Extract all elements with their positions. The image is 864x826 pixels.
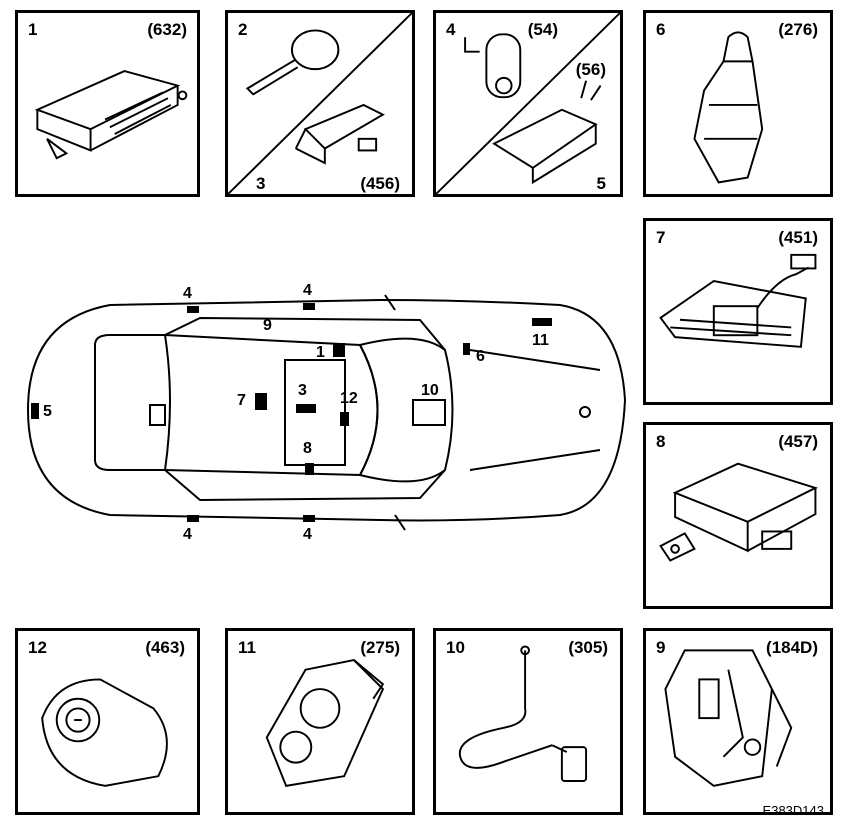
panel-6-gear-lever-switch: 6 (276) <box>643 10 833 197</box>
interior-light-sensor-icon <box>659 253 817 348</box>
panel-8-alarm-module: 8 (457) <box>643 422 833 609</box>
panel-1-number: 1 <box>28 20 38 39</box>
panel-11-hood-switch: 11 (275) <box>225 628 415 815</box>
callout-10: 10 <box>421 382 439 399</box>
panel-1-code: (632) <box>147 20 187 39</box>
panel-2-number: 2 <box>238 20 248 39</box>
panel-12-ignition-switch: 12 (463) <box>15 628 200 815</box>
panel-11-number: 11 <box>238 638 256 657</box>
callout-4-rear-right: 4 <box>183 526 192 543</box>
car-rear-window <box>94 334 171 471</box>
callout-3: 3 <box>298 382 307 399</box>
panel-8-number: 8 <box>656 432 666 451</box>
key-and-receiver-icon <box>228 13 412 194</box>
car-side-windows-top <box>164 316 446 351</box>
panel-10-code: (305) <box>568 638 608 657</box>
antenna-plate <box>412 399 446 426</box>
hood-switch-icon <box>265 658 385 787</box>
panel-9-door-lock-actuator: 9 (184D) <box>643 628 833 815</box>
car-windshield <box>358 337 454 483</box>
panel-5-number: 5 <box>596 174 606 193</box>
alarm-module-icon <box>659 462 819 562</box>
panel-3-number: 3 <box>256 174 266 193</box>
callout-9: 9 <box>263 317 272 334</box>
ignition-switch-icon <box>41 678 168 787</box>
door-lock-actuator-icon <box>664 649 793 787</box>
gear-lever-switch-icon <box>693 31 764 184</box>
callout-6: 6 <box>476 348 485 365</box>
panel-1-control-module: 1 (632) <box>15 10 200 197</box>
panel-7-number: 7 <box>656 228 666 247</box>
callout-7: 7 <box>237 392 246 409</box>
panel-4-5-switch-lock: 4 (54) (56) 5 <box>433 10 623 197</box>
panel-11-code: (275) <box>360 638 400 657</box>
panel-10-number: 10 <box>446 638 465 657</box>
callout-4-front-right: 4 <box>303 526 312 543</box>
panel-10-antenna-cable: 10 (305) <box>433 628 623 815</box>
car-side-windows-bottom <box>164 469 446 502</box>
panel-6-code: (276) <box>778 20 818 39</box>
callout-4-rear-left: 4 <box>183 285 192 302</box>
panel-9-code: (184D) <box>766 638 818 657</box>
panel-6-number: 6 <box>656 20 666 39</box>
callout-4-front-left: 4 <box>303 282 312 299</box>
panel-12-code: (463) <box>145 638 185 657</box>
callout-8: 8 <box>303 440 312 457</box>
panel-5-code: (56) <box>575 60 606 79</box>
panel-4-number: 4 <box>446 20 456 39</box>
panel-9-number: 9 <box>656 638 666 657</box>
panel-2-3-key-receiver: 2 3 (456) <box>225 10 415 197</box>
switch-and-lock-icon <box>436 13 620 194</box>
callout-5: 5 <box>43 403 52 420</box>
panel-4-code: (54) <box>527 20 558 39</box>
panel-12-number: 12 <box>28 638 47 657</box>
reference-code: E383D143 <box>762 803 824 818</box>
car-body-outline <box>26 298 627 522</box>
control-module-icon <box>34 70 188 160</box>
panel-3-code: (456) <box>360 174 400 193</box>
car-roof <box>164 334 379 477</box>
panel-7-interior-light: 7 (451) <box>643 218 833 405</box>
callout-12: 12 <box>340 390 358 407</box>
panel-7-code: (451) <box>778 228 818 247</box>
panel-8-code: (457) <box>778 432 818 451</box>
antenna-cable-icon <box>458 645 588 782</box>
callout-1: 1 <box>316 344 325 361</box>
component-markers <box>31 303 552 522</box>
callout-11: 11 <box>532 332 549 349</box>
